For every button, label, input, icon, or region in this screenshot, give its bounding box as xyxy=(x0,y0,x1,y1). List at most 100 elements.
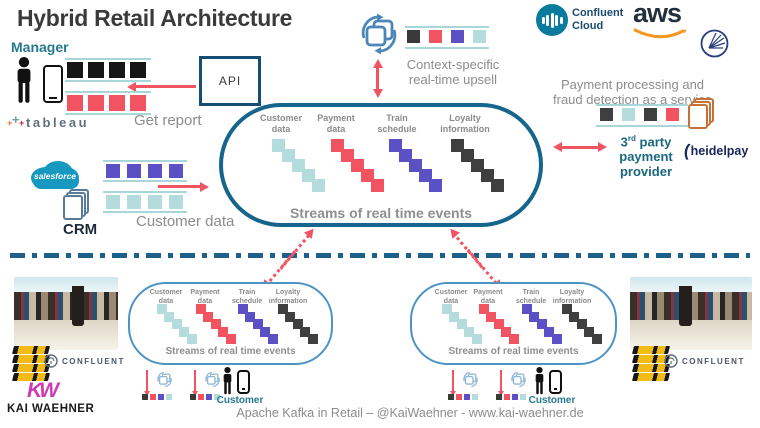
heidelpay-wordmark: heidelpay xyxy=(690,144,749,158)
crm-label: CRM xyxy=(63,221,98,238)
process-icon-mini xyxy=(511,371,526,388)
kafka-cluster-main: Customer data Payment data Train schedul… xyxy=(219,103,543,227)
aws-logo: aws xyxy=(633,0,687,46)
third-party-provider-label: 3rd party payment provider xyxy=(619,134,673,180)
cluster-caption: Streams of real time events xyxy=(165,346,296,357)
stream-line xyxy=(103,211,187,213)
sync-arrow-horizontal-head-left xyxy=(553,142,562,152)
stream-line xyxy=(405,26,489,28)
process-icon-mini xyxy=(463,371,478,388)
heidelpay-logo: ( heidelpay xyxy=(682,140,749,161)
tableau-wordmark: tableau xyxy=(26,114,90,130)
salesforce-logo: salesforce xyxy=(29,159,81,193)
customer-phone-icon xyxy=(549,370,562,394)
topic-header-customer: Customer data xyxy=(259,113,302,134)
payment-service-title: Payment processing and fraud detection a… xyxy=(553,77,712,107)
tableau-logo: + + + tableau xyxy=(7,112,90,130)
sync-arrow-diagonal xyxy=(273,225,318,277)
customer-phone-icon xyxy=(237,370,250,394)
topic-header-loyalty: Loyalty information xyxy=(440,113,490,134)
sync-arrow-vertical-line xyxy=(376,66,379,90)
documents-icon-orange xyxy=(688,98,714,129)
page-title: Hybrid Retail Architecture xyxy=(17,5,293,31)
manager-phone-icon xyxy=(43,65,63,103)
get-report-label: Get report xyxy=(134,112,202,129)
partner-network-icon xyxy=(700,29,729,58)
stream-processing-icon xyxy=(361,13,397,55)
stream-line xyxy=(405,47,489,49)
kafka-cluster-store-right: Customer data Payment data Train schedul… xyxy=(410,282,617,365)
confluent-wordmark: CONFLUENT xyxy=(682,356,745,366)
topic-header-train: Train schedule xyxy=(231,289,263,305)
send-arrowhead xyxy=(200,181,209,192)
stream-line xyxy=(103,191,187,193)
get-report-arrow xyxy=(136,85,196,88)
stream-line xyxy=(65,91,151,93)
customer-person-icon xyxy=(223,367,232,395)
confluent-wordmark: CONFLUENT xyxy=(62,356,125,366)
mall-photo-left xyxy=(14,277,118,350)
heidelpay-mark-icon: ( xyxy=(682,140,692,161)
sync-arrow-vertical-head xyxy=(373,89,383,98)
confluent-cloud-icon xyxy=(536,4,568,36)
stream-line xyxy=(103,180,187,182)
manager-label: Manager xyxy=(11,39,69,55)
stream-line xyxy=(65,113,151,115)
manager-person-icon xyxy=(17,57,31,103)
topic-header-customer: Customer data xyxy=(149,289,183,305)
upsell-label: Context-specific real-time upsell xyxy=(406,57,500,87)
process-icon-mini xyxy=(205,371,220,388)
confluent-logo: CONFLUENT xyxy=(44,354,125,368)
stream-line xyxy=(65,80,151,82)
event-arrowhead xyxy=(192,391,198,396)
mall-photo-right xyxy=(630,277,752,350)
sync-arrow-horizontal-head-right xyxy=(598,142,607,152)
topic-header-train: Train schedule xyxy=(377,113,417,134)
topic-header-payment: Payment data xyxy=(317,113,355,134)
event-arrow xyxy=(452,370,454,391)
stream-line xyxy=(596,125,688,127)
api-label: API xyxy=(218,74,242,88)
stream-line xyxy=(596,104,688,106)
topic-header-payment: Payment data xyxy=(190,289,220,305)
api-box: API xyxy=(199,56,261,106)
kw-logo: KW xyxy=(27,379,59,402)
topic-header-customer: Customer data xyxy=(434,289,468,305)
event-arrowhead xyxy=(144,391,150,396)
customer-data-label: Customer data xyxy=(136,213,235,230)
customer-person-icon xyxy=(535,367,544,395)
process-icon-mini xyxy=(157,371,172,388)
aws-swoosh-icon xyxy=(633,28,687,39)
confluent-logo: CONFLUENT xyxy=(664,354,745,368)
confluent-icon xyxy=(664,354,678,368)
footer-text: Apache Kafka in Retail – @KaiWaehner - w… xyxy=(236,406,584,420)
stream-line xyxy=(65,58,151,60)
topic-header-train: Train schedule xyxy=(515,289,547,305)
event-arrowhead xyxy=(450,391,456,396)
kafka-cluster-store-left: Customer data Payment data Train schedul… xyxy=(128,282,333,365)
sync-arrow-horizontal xyxy=(561,145,599,149)
event-arrowhead xyxy=(498,391,504,396)
confluent-cloud-logo: Confluent Cloud xyxy=(572,7,624,33)
customer-label: Customer xyxy=(216,395,264,406)
event-arrow xyxy=(194,370,196,391)
cluster-caption: Streams of real time events xyxy=(448,346,579,357)
sync-arrow-vertical xyxy=(373,59,383,68)
crm-documents-icon xyxy=(63,189,89,220)
topic-header-payment: Payment data xyxy=(473,289,503,305)
confluent-icon xyxy=(44,354,58,368)
event-arrow xyxy=(500,370,502,391)
aws-wordmark: aws xyxy=(633,0,682,28)
hybrid-separator xyxy=(10,253,750,258)
customer-label: Customer xyxy=(528,395,576,406)
event-arrow xyxy=(146,370,148,391)
stream-line xyxy=(103,160,187,162)
topic-header-loyalty: Loyalty information xyxy=(268,289,308,305)
send-arrow xyxy=(158,185,200,188)
get-report-arrowhead xyxy=(127,81,136,92)
cluster-caption: Streams of real time events xyxy=(289,205,473,221)
salesforce-wordmark: salesforce xyxy=(33,171,77,181)
kai-waehner-logo: KAI WAEHNER xyxy=(7,403,95,415)
tableau-icon: + + + xyxy=(7,112,25,128)
